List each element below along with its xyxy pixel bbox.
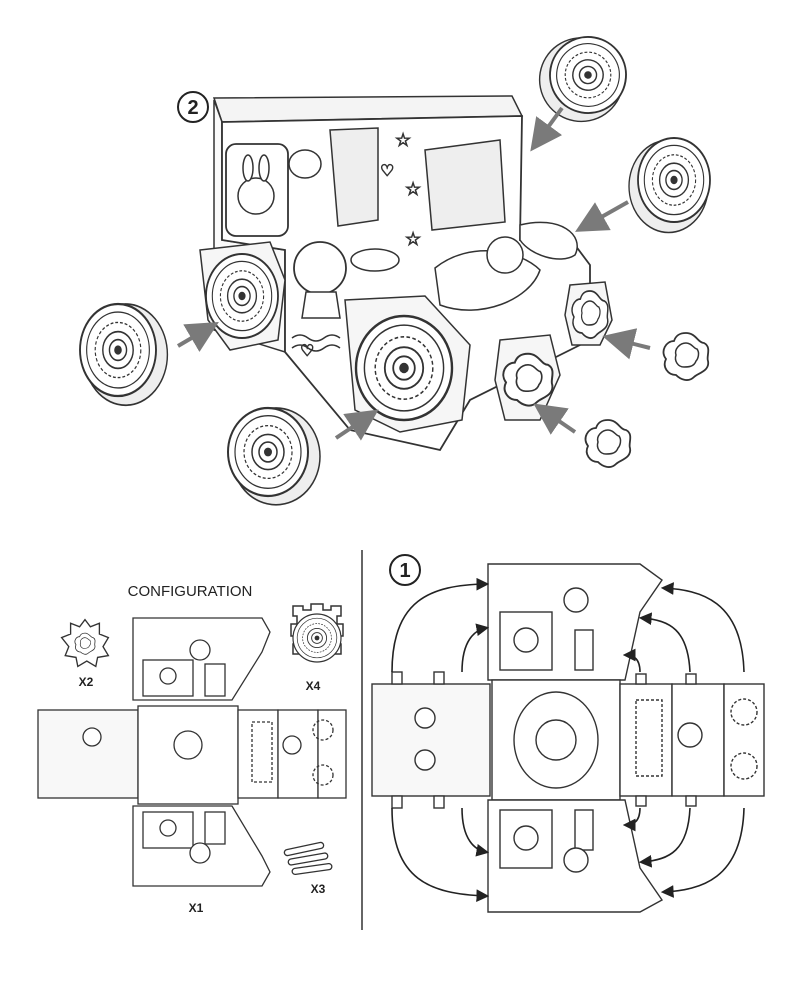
loose-flower-right [662,332,710,381]
mounted-rear-wheel [204,252,280,340]
svg-text:☆: ☆ [405,179,421,199]
x3-label: X3 [311,882,326,896]
mounted-front-wheel [354,314,454,422]
x2-label: X2 [79,675,94,689]
loose-flower-bottom-right [584,419,632,468]
step1-net [371,563,765,913]
folding-arrows [391,577,745,903]
configuration-title: CONFIGURATION [128,583,253,600]
step-2-badge: 2 [177,91,209,123]
step-1-badge: 1 [389,554,421,586]
step-2-number: 2 [187,97,198,119]
step-1-number: 1 [399,560,410,582]
x2-flower-piece [60,618,110,668]
svg-text:♡: ♡ [380,163,394,180]
loose-wheel-mid-right [628,136,712,234]
loose-wheel-bottom-left [226,406,321,506]
configuration-panel: CONFIGURATION X2 X4 [37,583,347,915]
svg-text:♡: ♡ [300,343,314,360]
svg-text:☆: ☆ [395,130,411,150]
svg-text:☆: ☆ [405,229,421,249]
loose-wheel-top-right [538,30,633,123]
assembly-arrows [176,106,651,441]
x1-unfolded-net [37,617,347,887]
x3-markers [283,841,333,876]
x4-label: X4 [306,679,321,693]
step2-assembled-view: 2 ☆ ☆ ♡ ☆ ♡ [78,30,712,506]
x1-label: X1 [189,901,204,915]
step1-folding-view: 1 [371,554,765,913]
loose-wheel-left [78,302,169,407]
x4-gear-wheel [290,603,344,663]
